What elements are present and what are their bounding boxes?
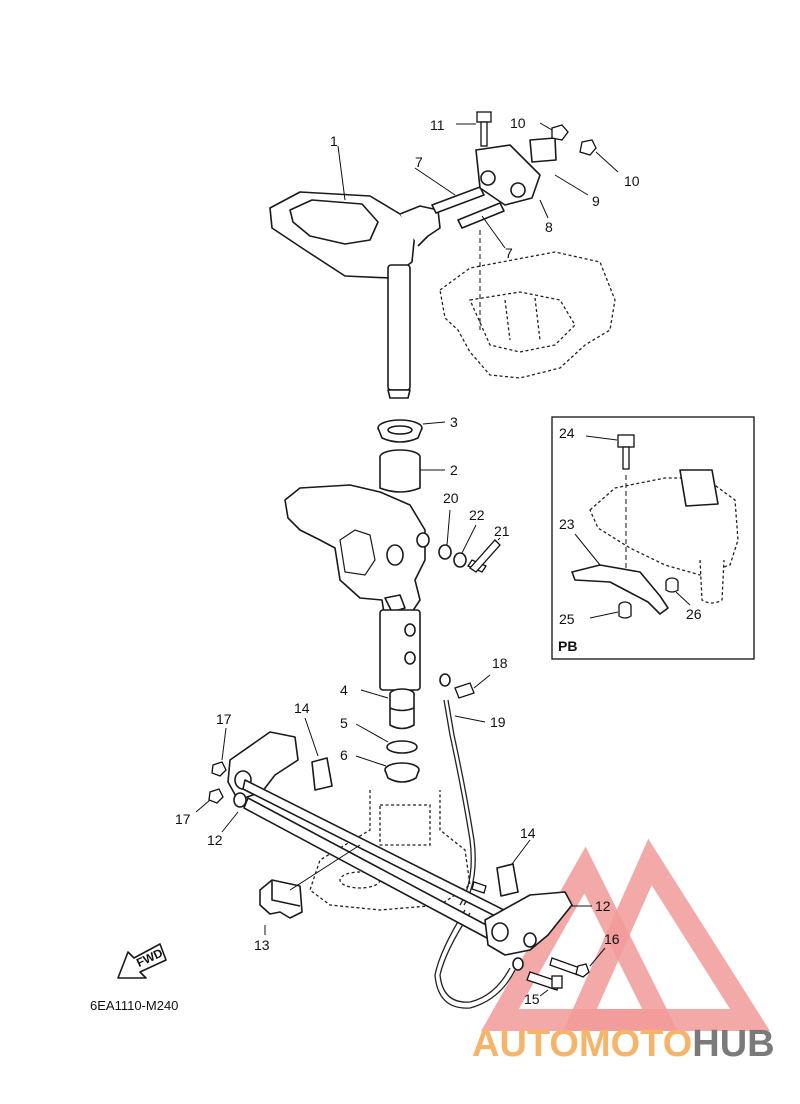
callout-25: 25 bbox=[559, 611, 575, 627]
inset-pb-label: PB bbox=[558, 638, 577, 654]
callout-10-right: 10 bbox=[624, 173, 640, 189]
fwd-direction-arrow: FWD bbox=[117, 943, 167, 979]
callout-16: 16 bbox=[604, 931, 620, 947]
part-1-steering-bracket bbox=[269, 145, 441, 399]
diagram-reference-code: 6EA1110-M240 bbox=[90, 998, 178, 1013]
part-19-ground-cable bbox=[434, 673, 524, 1009]
part-26-nut bbox=[665, 577, 691, 606]
engine-lower-case-ghost bbox=[439, 251, 616, 379]
swivel-housing bbox=[284, 484, 430, 691]
part-12-mount-bracket-right bbox=[484, 891, 592, 956]
callout-17-lower: 17 bbox=[175, 811, 191, 827]
callout-21: 21 bbox=[494, 523, 510, 539]
part-2-bushing bbox=[379, 449, 445, 493]
part-6-seal bbox=[355, 755, 420, 783]
part-24-bolt bbox=[585, 434, 635, 580]
part-5-o-ring bbox=[355, 723, 418, 754]
callout-12-right: 12 bbox=[595, 898, 611, 914]
callout-14-left: 14 bbox=[294, 700, 310, 716]
part-12-mount-bracket-left bbox=[221, 731, 521, 946]
callout-19: 19 bbox=[490, 714, 506, 730]
callout-labels: 1 2 3 4 5 6 7 7 8 9 10 10 11 12 12 13 14… bbox=[90, 115, 702, 1013]
callout-7-upper: 7 bbox=[415, 154, 423, 170]
part-10-nuts bbox=[539, 122, 619, 173]
callout-17-upper: 17 bbox=[216, 711, 232, 727]
part-25-nut bbox=[589, 601, 632, 619]
part-22-washer bbox=[453, 524, 477, 568]
callout-5: 5 bbox=[340, 715, 348, 731]
watermark-word-part2: HUB bbox=[692, 1023, 774, 1065]
part-23-plate bbox=[571, 533, 669, 615]
inset-frame bbox=[551, 416, 755, 660]
part-11-bolt bbox=[456, 111, 492, 147]
callout-4: 4 bbox=[340, 682, 348, 698]
part-16-stud bbox=[549, 947, 606, 978]
callout-8: 8 bbox=[545, 219, 553, 235]
watermark-word-part1: AUTOMOTO bbox=[472, 1023, 692, 1065]
callout-3: 3 bbox=[450, 414, 458, 430]
callout-20: 20 bbox=[443, 490, 459, 506]
callout-9: 9 bbox=[592, 193, 600, 209]
callout-2: 2 bbox=[450, 462, 458, 478]
callout-11: 11 bbox=[430, 117, 445, 133]
part-17-nut-upper bbox=[211, 727, 227, 777]
callout-6: 6 bbox=[340, 747, 348, 763]
part-4-bushing bbox=[360, 688, 415, 730]
part-8-9-clamp-assembly bbox=[475, 137, 589, 219]
part-13-plate bbox=[259, 844, 361, 935]
callout-7-lower: 7 bbox=[505, 245, 513, 261]
callout-12-left: 12 bbox=[207, 832, 223, 848]
watermark-word: AUTOMOTOHUB bbox=[472, 1023, 775, 1065]
part-7-studs bbox=[414, 167, 506, 330]
callout-15: 15 bbox=[524, 991, 540, 1007]
callout-23: 23 bbox=[559, 516, 575, 532]
part-18-bolt bbox=[454, 674, 491, 699]
callout-1: 1 bbox=[330, 133, 338, 149]
callout-13: 13 bbox=[254, 937, 270, 953]
part-14-mount-rubber-left bbox=[304, 717, 333, 791]
callout-22: 22 bbox=[469, 507, 485, 523]
watermark-logo: AUTOMOTOHUB bbox=[472, 838, 775, 1065]
small-bolt-center bbox=[471, 881, 487, 894]
part-15-bolt bbox=[526, 971, 563, 997]
callout-10-left: 10 bbox=[510, 115, 526, 131]
callout-24: 24 bbox=[559, 425, 575, 441]
callout-14-right: 14 bbox=[520, 825, 536, 841]
part-20-washer bbox=[438, 509, 452, 560]
part-17-nut-lower bbox=[195, 788, 224, 813]
part-14-mount-rubber-right bbox=[496, 839, 531, 897]
part-21-bolt bbox=[467, 537, 501, 573]
watermark-triangle-right bbox=[563, 838, 770, 1031]
callout-26: 26 bbox=[686, 606, 702, 622]
callout-18: 18 bbox=[492, 655, 508, 671]
part-3-seal bbox=[377, 419, 446, 443]
inset-pb bbox=[551, 416, 755, 660]
